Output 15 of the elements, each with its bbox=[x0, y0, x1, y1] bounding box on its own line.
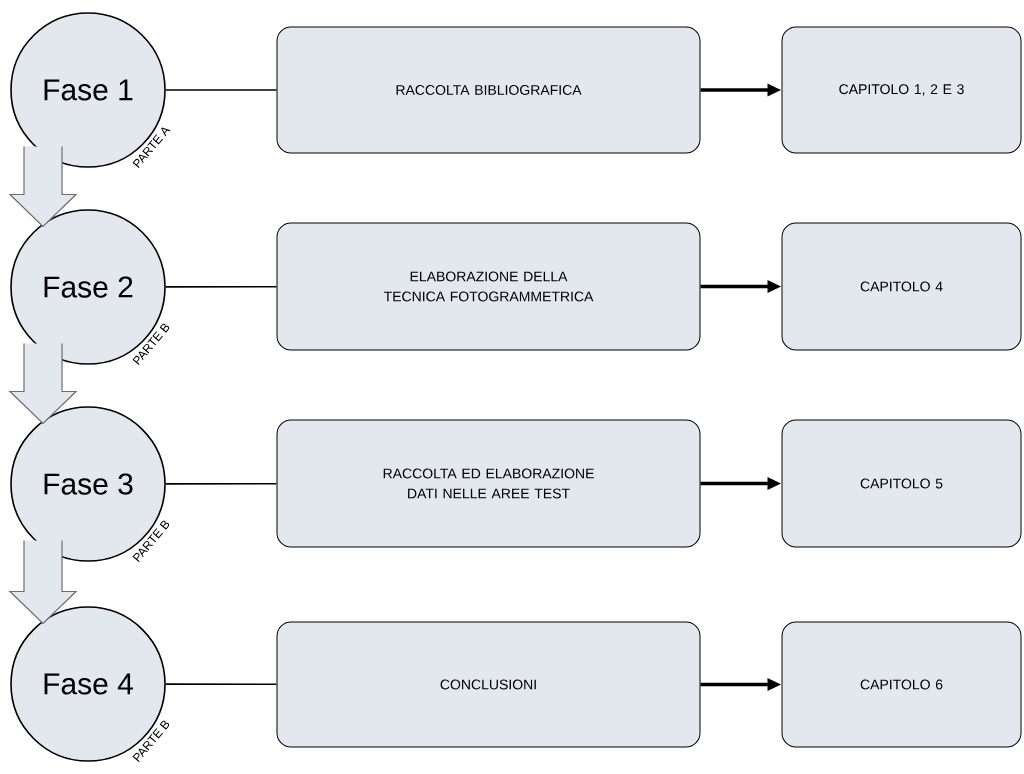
chapter-box: CAPITOLO 6 bbox=[781, 621, 1022, 748]
process-box: RACCOLTA BIBLIOGRAFICA bbox=[276, 26, 701, 154]
chapter-box: CAPITOLO 4 bbox=[781, 222, 1022, 351]
block-arrow bbox=[8, 145, 78, 228]
chapter-box: CAPITOLO 5 bbox=[781, 419, 1022, 548]
connector-line bbox=[165, 285, 278, 288]
block-arrow bbox=[8, 539, 78, 625]
connector-line bbox=[165, 482, 278, 485]
process-box: RACCOLTA ED ELABORAZIONE DATI NELLE AREE TEST bbox=[276, 419, 701, 548]
connector-line bbox=[165, 683, 278, 686]
block-arrow bbox=[8, 342, 78, 425]
connector-line bbox=[165, 89, 278, 91]
process-box: CONCLUSIONI bbox=[276, 621, 701, 748]
chapter-box: CAPITOLO 1, 2 E 3 bbox=[781, 26, 1022, 154]
process-box: ELABORAZIONE DELLA TECNICA FOTOGRAMMETRICA bbox=[276, 222, 701, 351]
